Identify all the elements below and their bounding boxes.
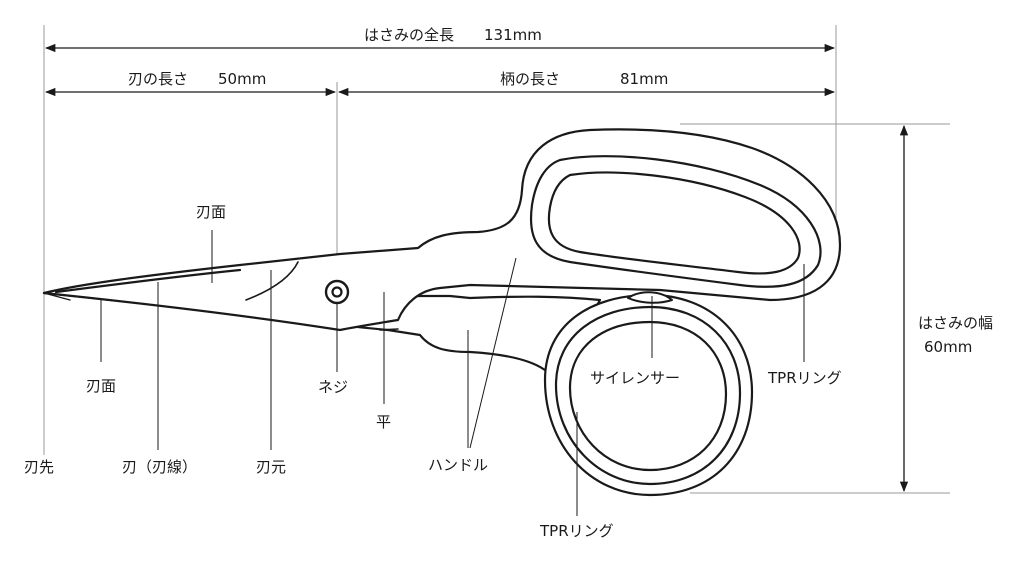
upper-ring-outer (529, 155, 822, 288)
upper-ring-inner (547, 171, 801, 275)
label-tpr-ring-lower: TPRリング (540, 522, 614, 540)
lower-ring-inner (568, 320, 728, 472)
flat-area-detail (379, 328, 399, 331)
label-blade-tip: 刃先 (24, 458, 55, 476)
width-label: はさみの幅 (918, 314, 994, 332)
screw-outer (324, 279, 350, 305)
blade-bevel-curve (245, 261, 299, 301)
label-blade-edge: 刃（刃線） (122, 458, 198, 476)
width-value: 60mm (924, 338, 973, 356)
label-silencer: サイレンサー (590, 369, 681, 387)
silencer (627, 291, 673, 304)
leader-handle-upper (469, 257, 517, 449)
label-handle: ハンドル (428, 456, 489, 474)
label-screw: ネジ (318, 378, 349, 396)
leader-lines (100, 230, 805, 516)
label-blade-face-bottom: 刃面 (86, 377, 117, 395)
label-blade-base: 刃元 (256, 458, 287, 476)
upper-blade (42, 128, 842, 332)
label-blade-face-top: 刃面 (196, 203, 227, 221)
guide-lines (43, 25, 950, 494)
screw-inner (331, 286, 343, 298)
scissors-illustration (42, 128, 842, 497)
lower-ring-middle (554, 305, 742, 486)
blade-tip-detail (43, 292, 71, 301)
lower-ring-outer (543, 293, 754, 497)
label-tpr-ring-upper: TPRリング (768, 369, 842, 387)
dimension-arrows (44, 43, 909, 493)
blade-edge-line (54, 268, 242, 294)
label-flat: 平 (376, 413, 392, 431)
